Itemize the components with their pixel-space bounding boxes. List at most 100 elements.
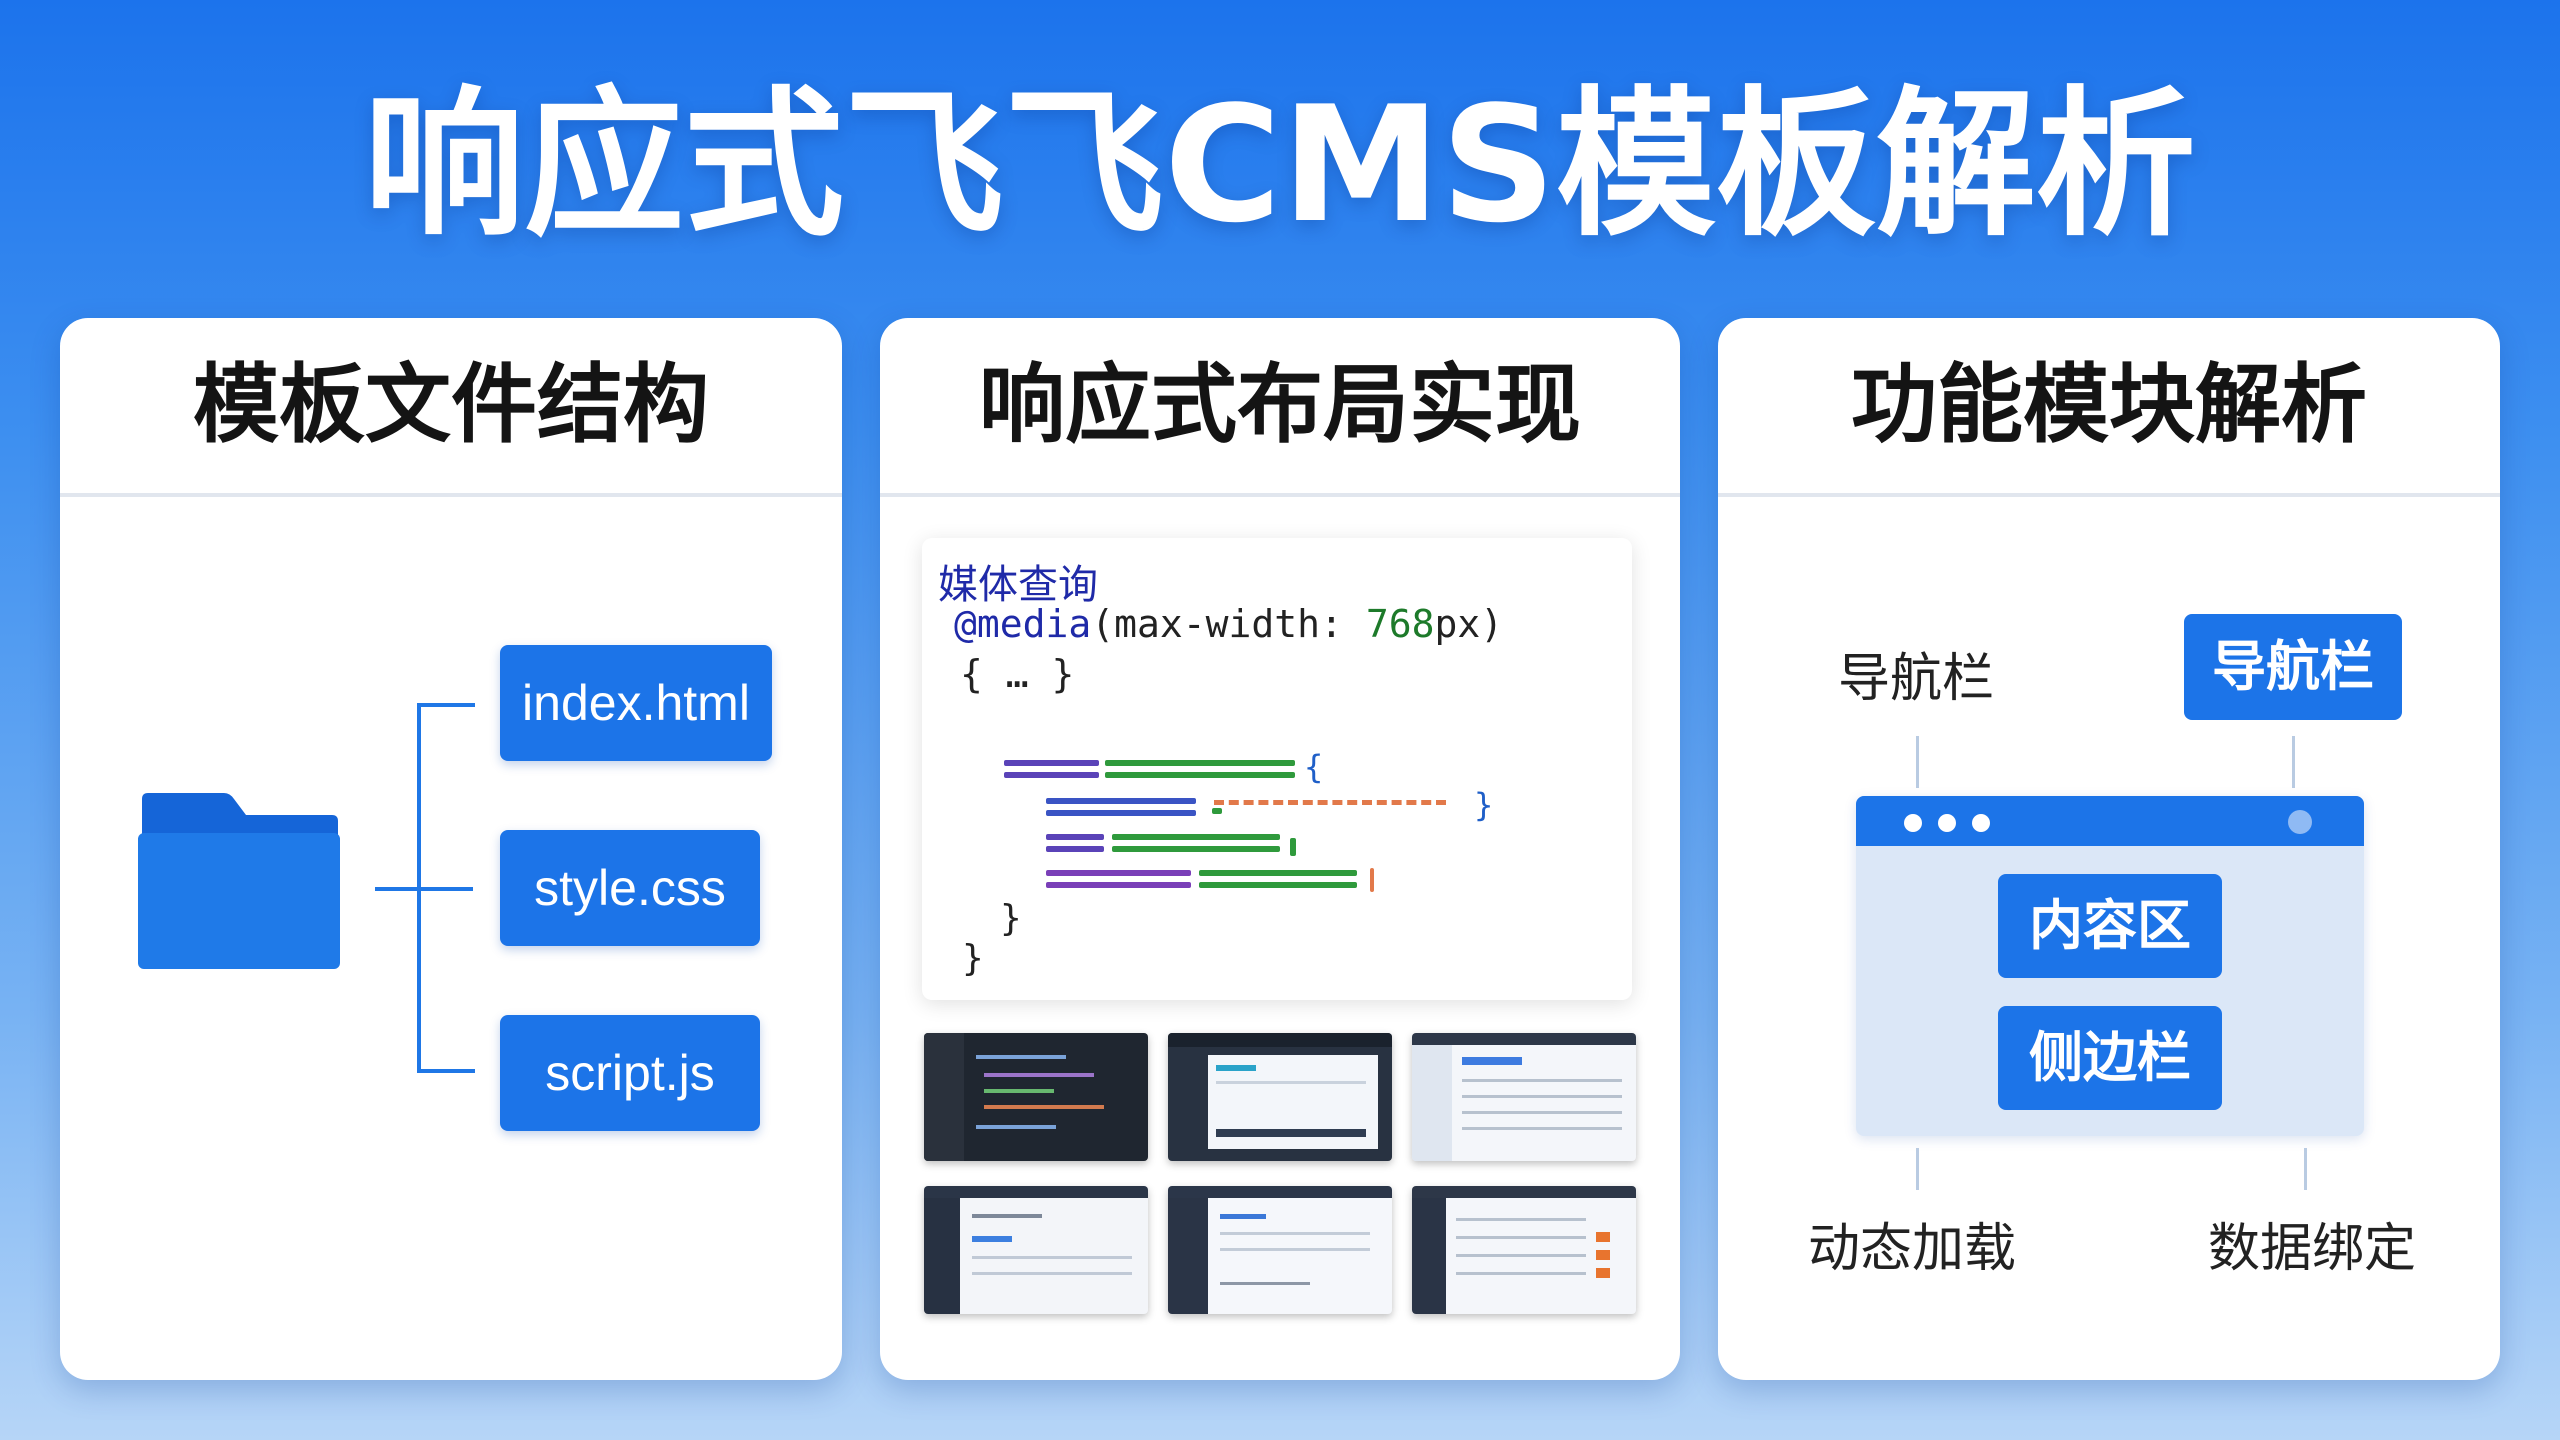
thumb-header [1412, 1186, 1636, 1198]
thumb-sidebar [924, 1033, 964, 1161]
code-bar [1105, 760, 1295, 766]
open-brace: { [1304, 748, 1324, 786]
media-query-line: @media(max-width: 768px) [954, 602, 1503, 646]
thumb-line [1220, 1214, 1266, 1219]
thumb-line [972, 1256, 1132, 1259]
code-bar [1199, 870, 1357, 876]
code-bar [1199, 882, 1357, 888]
thumbnail-data-table[interactable] [1412, 1186, 1636, 1314]
code-bar [1004, 772, 1099, 778]
connector-line [1916, 1148, 1919, 1190]
thumb-line [1220, 1282, 1310, 1285]
thumbnail-form-app[interactable] [924, 1186, 1148, 1314]
thumb-line [1456, 1272, 1586, 1275]
close-brace: } [1474, 786, 1494, 824]
file-index-html[interactable]: index.html [500, 645, 772, 761]
media-keyword: @media [954, 602, 1092, 646]
thumb-header [924, 1186, 1148, 1198]
window-dot-icon [1904, 814, 1922, 832]
sidebar-button[interactable]: 侧边栏 [1998, 1006, 2222, 1110]
dynamic-load-label: 动态加载 [1808, 1219, 2017, 1279]
tree-connector [417, 703, 421, 1073]
thumb-line [984, 1105, 1104, 1109]
thumb-header [1412, 1033, 1636, 1045]
thumb-badge [1596, 1268, 1610, 1278]
thumb-badge [1596, 1232, 1610, 1242]
panel-function-modules: 功能模块解析 导航栏 导航栏 内容区 侧边栏 动态加载 数据绑定 [1718, 318, 2500, 1380]
panel-heading: 响应式布局实现 [880, 318, 1680, 497]
condition-open: (max-width: [1091, 602, 1366, 646]
thumb-line [1462, 1111, 1622, 1114]
thumb-line [1456, 1254, 1586, 1257]
rule-block: { … } [960, 652, 1075, 696]
window-dot-icon [1938, 814, 1956, 832]
thumb-line [972, 1214, 1042, 1218]
thumbnail-dialog[interactable] [1168, 1033, 1392, 1161]
data-binding-label: 数据绑定 [2208, 1219, 2417, 1279]
width-value: 768 [1365, 602, 1435, 646]
thumbnail-code-editor[interactable] [924, 1033, 1148, 1161]
code-bar [1046, 798, 1196, 804]
code-bar [1112, 834, 1280, 840]
thumb-line [1216, 1081, 1366, 1084]
tree-connector [417, 1069, 475, 1073]
thumb-line [984, 1089, 1054, 1093]
code-bar [1290, 838, 1296, 856]
thumb-header [1168, 1033, 1392, 1047]
media-query-label: 媒体查询 [938, 562, 1098, 608]
thumb-line [984, 1073, 1094, 1077]
thumb-badge [1596, 1250, 1610, 1260]
nav-label: 导航栏 [1838, 649, 1995, 709]
code-bar [1046, 846, 1104, 852]
thumbnail-list-app[interactable] [1168, 1186, 1392, 1314]
file-style-css[interactable]: style.css [500, 830, 760, 946]
nav-button[interactable]: 导航栏 [2184, 614, 2402, 720]
panel-heading: 功能模块解析 [1718, 318, 2500, 497]
thumb-sidebar [1412, 1198, 1446, 1314]
code-bar-dashed [1214, 800, 1446, 805]
thumb-line [1216, 1129, 1366, 1137]
thumb-line [1220, 1232, 1370, 1235]
thumb-line [976, 1055, 1066, 1059]
close-brace: } [962, 938, 984, 979]
thumb-sidebar [924, 1198, 960, 1314]
code-bar [1046, 810, 1196, 816]
content-area-button[interactable]: 内容区 [1998, 874, 2222, 978]
thumb-line [1456, 1218, 1586, 1221]
code-bar [1046, 870, 1191, 876]
connector-line [2292, 736, 2295, 788]
thumb-line [1462, 1079, 1622, 1082]
window-dot-icon [1972, 814, 1990, 832]
panel-responsive-layout: 响应式布局实现 媒体查询 @media(max-width: 768px) { … [880, 318, 1680, 1380]
condition-close: px) [1434, 602, 1504, 646]
code-bar [1004, 760, 1099, 766]
thumb-sidebar [1168, 1198, 1208, 1314]
thumb-line [1462, 1057, 1522, 1065]
thumb-line [972, 1272, 1132, 1275]
thumb-line [1462, 1095, 1622, 1098]
connector-line [1916, 736, 1919, 788]
thumb-line [1456, 1236, 1586, 1239]
code-bar [1046, 882, 1191, 888]
code-panel: 媒体查询 @media(max-width: 768px) { … } { } … [922, 538, 1632, 1000]
window-dot-icon [2288, 810, 2312, 834]
panel-file-structure: 模板文件结构 index.html style.css script.js [60, 318, 842, 1380]
panel-heading: 模板文件结构 [60, 318, 842, 497]
page-title: 响应式飞飞CMS模板解析 [364, 71, 2196, 258]
code-bar [1105, 772, 1295, 778]
file-script-js[interactable]: script.js [500, 1015, 760, 1131]
folder-icon [138, 793, 340, 969]
thumb-line [1216, 1065, 1256, 1071]
close-brace: } [1000, 898, 1022, 939]
code-bar [1212, 808, 1222, 814]
thumb-line [1220, 1248, 1370, 1251]
tree-connector [375, 887, 473, 891]
thumb-line [972, 1236, 1012, 1242]
thumb-header [1168, 1186, 1392, 1198]
thumb-sidebar [1412, 1045, 1452, 1161]
thumbnail-table-app[interactable] [1412, 1033, 1636, 1161]
code-bar [1370, 868, 1374, 892]
thumb-line [1462, 1127, 1622, 1130]
connector-line [2304, 1148, 2307, 1190]
tree-connector [417, 703, 475, 707]
